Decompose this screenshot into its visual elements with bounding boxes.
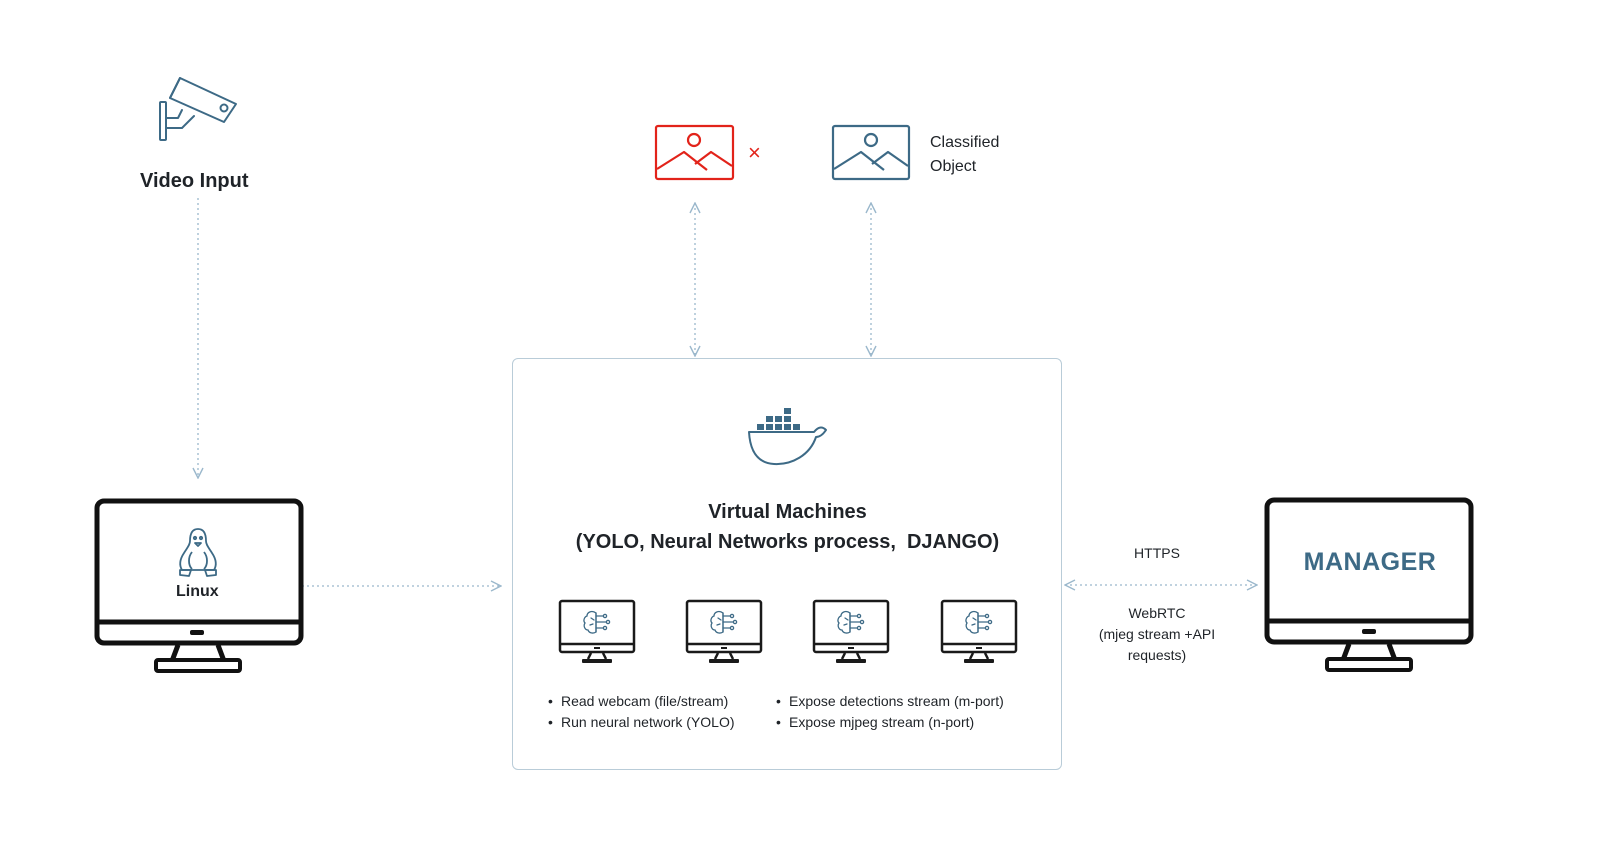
docker-whale-icon [748, 408, 827, 466]
linux-label: Linux [176, 583, 219, 600]
tux-penguin-icon [179, 528, 217, 577]
rejected-mark: × [748, 140, 761, 165]
webrtc-line-2: (mjeg stream +API [1098, 626, 1216, 642]
vm-bullets-left: Read webcam (file/stream) Run neural net… [548, 691, 735, 733]
vm-title-line-2: (YOLO, Neural Networks process, DJANGO) [575, 531, 1000, 553]
vm-title-line-1: Virtual Machines [708, 501, 867, 523]
manager-monitor [1264, 497, 1474, 672]
virtual-machines-box [512, 358, 1062, 770]
manager-label: MANAGER [1303, 548, 1437, 576]
linux-monitor [94, 498, 304, 673]
vm-bullets-right: Expose detections stream (m-port) Expose… [776, 691, 1004, 733]
webrtc-line-1: WebRTC [1128, 605, 1186, 621]
list-item: Run neural network (YOLO) [548, 712, 735, 733]
vm-title: Virtual Machines (YOLO, Neural Networks … [512, 497, 1063, 557]
arrows [198, 198, 1257, 586]
video-input-label: Video Input [140, 170, 249, 192]
classified-object-label: Classified Object [930, 134, 1000, 175]
list-item: Expose detections stream (m-port) [776, 691, 1004, 712]
cctv-camera-icon [159, 77, 237, 141]
webrtc-label: WebRTC (mjeg stream +API requests) [1076, 603, 1238, 666]
list-item: Read webcam (file/stream) [548, 691, 735, 712]
classified-image-icon [831, 124, 911, 181]
webrtc-line-3: requests) [1127, 647, 1187, 663]
list-item: Expose mjpeg stream (n-port) [776, 712, 1004, 733]
https-label: HTTPS [1134, 545, 1180, 561]
rejected-image-icon [654, 124, 735, 181]
